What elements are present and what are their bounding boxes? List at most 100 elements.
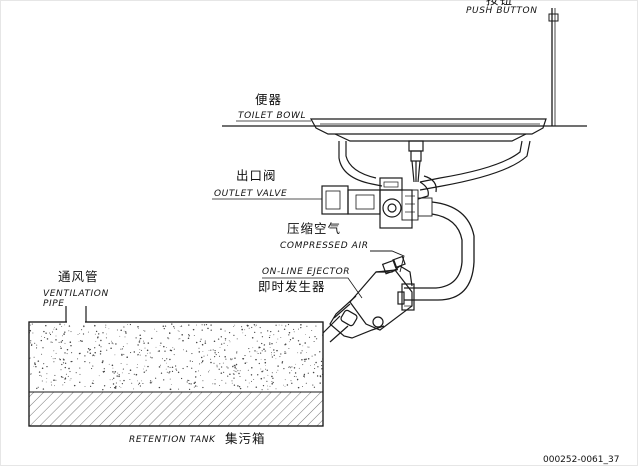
tank-speckle	[121, 353, 123, 356]
tank-speckle	[94, 324, 96, 327]
tank-speckle	[200, 374, 202, 376]
tank-speckle	[139, 339, 141, 341]
tank-speckle	[270, 330, 272, 333]
tank-speckle	[182, 367, 184, 370]
tank-speckle	[241, 328, 243, 331]
tank-speckle	[62, 376, 64, 378]
tank-speckle	[170, 384, 172, 385]
tank-speckle	[253, 324, 256, 326]
tank-speckle	[269, 347, 271, 348]
tank-speckle	[301, 350, 303, 352]
tank-speckle	[198, 347, 200, 349]
tank-speckle	[106, 333, 107, 335]
tank-speckle	[206, 354, 208, 356]
tank-speckle	[137, 344, 139, 346]
tank-speckle	[116, 375, 118, 377]
tank-speckle	[109, 379, 111, 381]
tank-speckle	[34, 362, 36, 364]
tank-speckle	[228, 340, 230, 341]
tank-speckle	[93, 383, 95, 384]
tank-speckle	[65, 373, 67, 375]
tank-speckle	[180, 377, 183, 380]
tank-speckle	[158, 386, 161, 389]
tank-speckle	[310, 365, 311, 366]
tank-speckle	[41, 375, 42, 377]
tank-speckle	[260, 332, 262, 334]
tank-speckle	[228, 331, 231, 334]
tank-speckle	[168, 338, 170, 340]
tank-speckle	[100, 339, 102, 342]
tank-speckle	[45, 381, 47, 383]
tank-speckle	[149, 382, 152, 384]
tank-speckle	[69, 371, 71, 373]
tank-speckle	[187, 337, 190, 340]
tank-speckle	[37, 386, 39, 388]
tank-speckle	[140, 349, 142, 351]
tank-speckle	[261, 336, 264, 338]
ventilation-pipe	[65, 306, 87, 324]
tank-speckle	[60, 375, 63, 378]
tank-speckle	[210, 358, 212, 360]
tank-speckle	[242, 332, 244, 334]
tank-speckle	[59, 323, 61, 325]
tank-speckle	[119, 386, 120, 387]
tank-speckle	[187, 379, 189, 381]
tank-speckle	[94, 347, 96, 349]
tank-speckle	[198, 351, 201, 353]
tank-speckle	[229, 341, 231, 343]
tank-speckle	[230, 359, 232, 361]
tank-speckle	[51, 384, 53, 386]
tank-speckle	[262, 370, 264, 372]
tank-speckle	[65, 377, 66, 379]
tank-speckle	[120, 363, 122, 365]
tank-speckle	[130, 352, 132, 354]
tank-speckle	[289, 372, 291, 374]
tank-speckle	[293, 375, 295, 377]
tank-speckle	[178, 330, 180, 332]
tank-speckle	[241, 326, 243, 328]
tank-speckle	[58, 341, 60, 343]
tank-speckle	[301, 359, 303, 361]
tank-speckle	[114, 387, 117, 389]
tank-speckle	[33, 365, 35, 367]
tank-speckle	[180, 325, 183, 327]
tank-speckle	[142, 382, 144, 385]
tank-speckle	[248, 382, 250, 384]
tank-speckle	[275, 324, 277, 326]
tank-speckle	[126, 343, 128, 345]
tank-speckle	[171, 366, 174, 369]
tank-speckle	[42, 347, 44, 349]
tank-speckle	[143, 342, 145, 344]
tank-speckle	[280, 353, 282, 355]
tank-speckle	[176, 370, 178, 371]
tank-speckle	[145, 370, 147, 372]
tank-speckle	[79, 373, 81, 375]
tank-speckle	[159, 345, 161, 346]
tank-speckle	[114, 354, 116, 356]
tank-speckle	[158, 350, 161, 352]
tank-speckle	[36, 347, 38, 349]
tank-speckle	[173, 326, 175, 328]
tank-speckle	[55, 328, 58, 331]
tank-speckle	[200, 338, 202, 340]
tank-speckle	[205, 324, 208, 326]
tank-speckle	[95, 341, 97, 342]
tank-speckle	[67, 375, 69, 377]
tank-speckle	[109, 387, 111, 389]
tank-speckle	[231, 358, 233, 360]
tank-speckle	[300, 326, 302, 329]
tank-speckle	[137, 380, 138, 382]
tank-speckle	[149, 380, 152, 382]
tank-speckle	[79, 340, 82, 342]
tank-speckle	[271, 354, 272, 356]
tank-speckle	[111, 364, 114, 367]
tank-speckle	[222, 362, 224, 364]
tank-speckle	[68, 325, 71, 327]
tank-speckle	[288, 332, 291, 334]
tank-speckle	[162, 325, 165, 327]
tank-speckle	[133, 351, 136, 353]
tank-speckle	[112, 343, 114, 345]
tank-speckle	[214, 378, 216, 380]
tank-speckle	[135, 373, 138, 376]
tank-speckle	[321, 368, 323, 370]
